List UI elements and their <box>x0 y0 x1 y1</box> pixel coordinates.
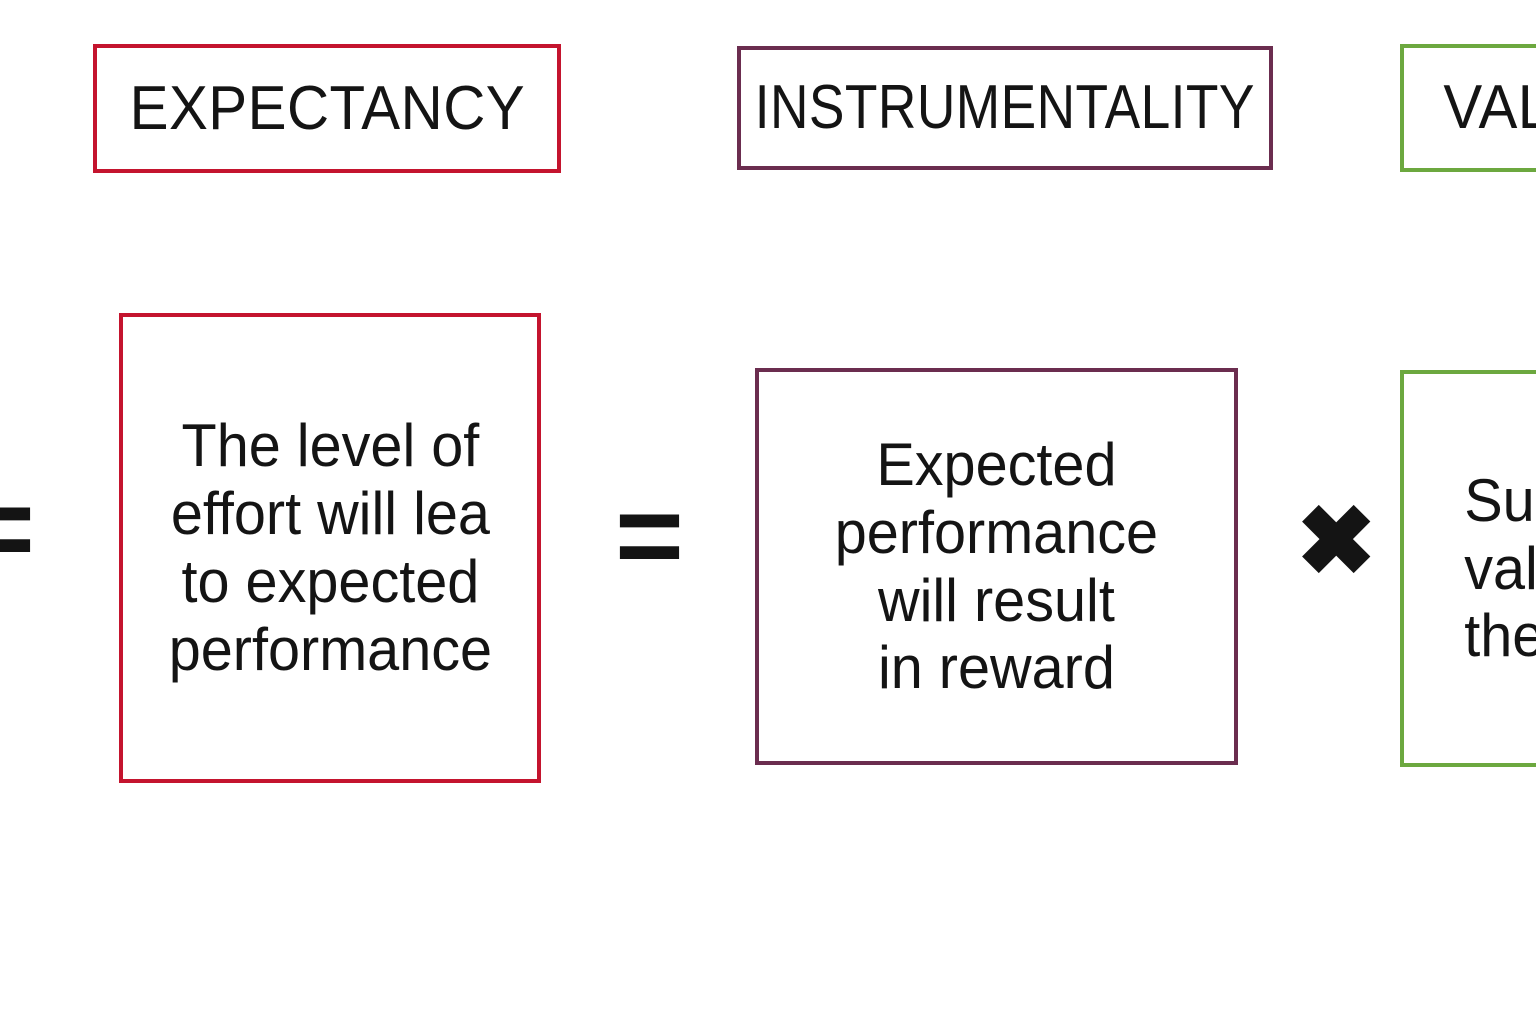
header-label-instrumentality: INSTRUMENTALITY <box>754 73 1256 142</box>
content-box-valence: Sub valu the <box>1400 370 1536 767</box>
multiply-operator: ✖ <box>1296 488 1377 595</box>
header-box-expectancy: EXPECTANCY <box>93 44 561 173</box>
content-box-expectancy: The level of effort will lea to expected… <box>119 313 541 783</box>
header-label-valence: VAL <box>1443 73 1536 142</box>
header-label-expectancy: EXPECTANCY <box>129 73 525 143</box>
equals-operator-middle: = <box>615 470 684 602</box>
content-text-instrumentality: Expected performance will result in rewa… <box>834 430 1159 702</box>
equals-operator-left: = <box>0 463 35 595</box>
header-box-instrumentality: INSTRUMENTALITY <box>737 46 1273 170</box>
header-box-valence: VAL <box>1400 44 1536 172</box>
content-text-valence: Sub valu the <box>1464 466 1536 670</box>
content-box-instrumentality: Expected performance will result in rewa… <box>755 368 1238 765</box>
content-text-expectancy: The level of effort will lea to expected… <box>168 412 492 683</box>
